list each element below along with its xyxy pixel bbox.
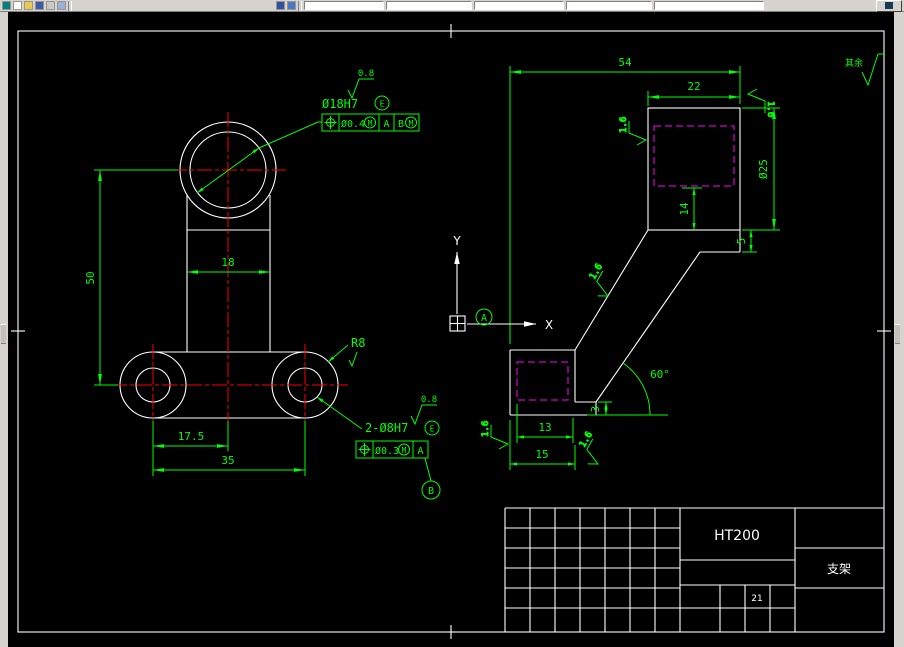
fcf-top-tolerance: Ø0.4: [341, 118, 365, 130]
finish-value: 1.6: [481, 421, 491, 437]
drawing-canvas[interactable]: 50 18 17.5 35 R8 0.8 Ø18H7 E: [8, 12, 894, 647]
finish-bottom-value: 0.8: [421, 395, 437, 405]
fcf-bottom: [355, 440, 429, 459]
ucs-icon: [449, 252, 536, 332]
datum-a-balloon: [475, 308, 493, 326]
left-dock-strip: [0, 12, 8, 647]
toolbar-button[interactable]: [876, 0, 902, 12]
material-label: HT200: [714, 528, 760, 544]
dim-35: 35: [221, 454, 234, 467]
save-icon[interactable]: [35, 1, 44, 10]
dim-22: 22: [687, 80, 700, 93]
linetype-combo[interactable]: [474, 1, 564, 10]
datum-b-letter: B: [428, 486, 434, 497]
datum-b-balloon: [421, 480, 441, 500]
envelope-icon: [374, 95, 390, 111]
finish-symbol-bottom: [410, 404, 437, 426]
undo-icon[interactable]: [57, 1, 66, 10]
finish-symbol-top: [347, 78, 374, 100]
toolbar-separator: [298, 0, 302, 11]
fcf-top-datum2-modifier: M: [409, 119, 414, 128]
dim-17-5: 17.5: [178, 430, 205, 443]
fcf-top-datum1: A: [383, 119, 389, 130]
ucs-x-label: X: [545, 318, 553, 332]
radius-label: R8: [351, 336, 365, 350]
right-dock-strip: [894, 12, 904, 647]
envelope-letter: E: [430, 425, 435, 434]
dim-14: 14: [678, 202, 691, 216]
color-combo[interactable]: [386, 1, 472, 10]
lineweight-combo[interactable]: [566, 1, 652, 10]
right-dock-grip[interactable]: [895, 324, 900, 344]
finish-symbol: 1.6: [588, 262, 610, 297]
print-icon[interactable]: [46, 1, 55, 10]
hole-label: Ø18H7: [322, 97, 358, 111]
title-block: [504, 507, 884, 632]
dim-dia-25: Ø25: [757, 159, 770, 179]
side-view-dimensions: [509, 66, 780, 470]
datum-a-letter: A: [481, 313, 487, 324]
plotstyle-combo[interactable]: [654, 1, 764, 10]
app-icon[interactable]: [2, 1, 11, 10]
fcf-bottom-modifier: M: [402, 446, 407, 455]
front-view-dimensions: [94, 121, 432, 482]
fcf-top-modifier: M: [368, 119, 373, 128]
layer-combo[interactable]: [304, 1, 384, 10]
dim-3: 3: [589, 406, 602, 413]
finish-value: 1.6: [619, 117, 629, 133]
finish-value: 1.6: [765, 101, 775, 117]
dim-5: 5: [735, 238, 748, 245]
fcf-bottom-datum: A: [417, 446, 423, 457]
zoom-icon[interactable]: [276, 1, 285, 10]
fcf-top-datum2: B: [398, 119, 404, 130]
part-name-label: 支架: [827, 562, 851, 576]
toolbar: [0, 0, 904, 12]
envelope-icon: [424, 420, 440, 436]
toolbar-separator: [68, 0, 72, 11]
finish-symbol: 1.6: [481, 420, 510, 450]
dim-15: 15: [535, 448, 548, 461]
dim-54: 54: [618, 56, 632, 69]
fcf-top: [321, 113, 420, 132]
new-icon[interactable]: [13, 1, 22, 10]
holes-label: 2-Ø8H7: [365, 421, 408, 435]
side-view-outline: [509, 107, 741, 416]
sheet-number: 21: [751, 594, 762, 604]
open-icon[interactable]: [24, 1, 33, 10]
finish-top-value: 0.8: [358, 69, 374, 79]
pan-icon[interactable]: [287, 1, 296, 10]
dim-13: 13: [538, 421, 551, 434]
corner-finish-symbol: [861, 53, 884, 87]
front-view-centerlines: [112, 112, 348, 452]
dim-50: 50: [84, 271, 97, 284]
side-view-hidden-holes: [516, 125, 735, 401]
position-symbol-icon: [324, 116, 337, 129]
finish-symbol: 1.6: [746, 88, 776, 118]
dim-60deg: 60°: [650, 368, 670, 381]
dim-18: 18: [221, 256, 234, 269]
left-dock-grip[interactable]: [1, 324, 6, 344]
envelope-letter: E: [380, 100, 385, 109]
sheet-frame: [11, 24, 891, 639]
ucs-y-label: Y: [452, 234, 461, 248]
finish-symbol: 1.6: [578, 430, 600, 465]
position-symbol-icon: [358, 443, 371, 456]
toolbar-spacer: [74, 5, 274, 6]
finish-symbol: 1.6: [619, 116, 648, 146]
corner-note: 其余: [845, 57, 863, 69]
fcf-bottom-tolerance: Ø0.3: [375, 445, 399, 457]
standard-button-icon: [885, 2, 893, 9]
